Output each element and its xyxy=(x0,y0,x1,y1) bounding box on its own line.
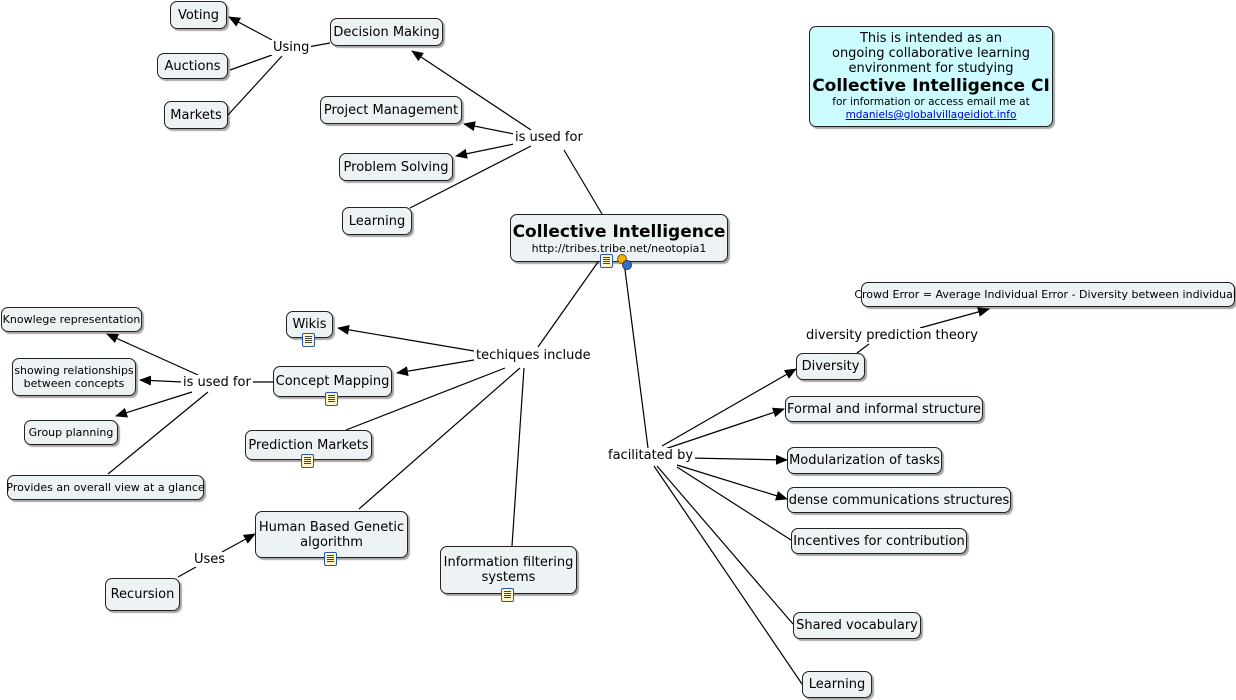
link-diversity-prediction-theory: diversity prediction theory xyxy=(804,328,980,343)
node-hbga[interactable]: Human Based Genetic algorithm xyxy=(255,511,408,558)
link-is-used-for-2: is used for xyxy=(181,375,253,390)
node-knowledge-representation[interactable]: Knowlege representation xyxy=(1,307,142,332)
wikis-label: Wikis xyxy=(292,317,327,332)
node-learning-use[interactable]: Learning xyxy=(342,207,412,235)
document-icon[interactable] xyxy=(302,333,315,347)
link-facilitated-by: facilitated by xyxy=(606,448,696,463)
node-voting[interactable]: Voting xyxy=(170,1,227,29)
node-markets[interactable]: Markets xyxy=(164,101,228,129)
link-is-used-for: is used for xyxy=(513,130,585,145)
node-project-management[interactable]: Project Management xyxy=(320,96,462,124)
info-line-1: This is intended as an xyxy=(859,31,1003,46)
node-recursion[interactable]: Recursion xyxy=(105,578,180,611)
node-diversity[interactable]: Diversity xyxy=(796,353,865,380)
document-icon[interactable] xyxy=(301,454,314,468)
hbga-line-1: Human Based Genetic xyxy=(258,519,405,535)
prediction-markets-label: Prediction Markets xyxy=(248,437,369,453)
node-crowd-error[interactable]: Crowd Error = Average Individual Error -… xyxy=(854,282,1236,307)
node-learning-facilitator[interactable]: Learning xyxy=(802,671,872,698)
info-box: This is intended as an ongoing collabora… xyxy=(809,26,1053,127)
people-icon[interactable] xyxy=(616,254,632,270)
link-uses: Uses xyxy=(192,552,228,567)
info-heading: Collective Intelligence CI xyxy=(812,76,1050,96)
node-showing-relationships[interactable]: showing relationships between concepts xyxy=(12,358,136,396)
relationships-line-2: between concepts xyxy=(23,377,125,390)
document-icon[interactable] xyxy=(600,254,613,268)
node-wikis[interactable]: Wikis xyxy=(286,311,333,338)
node-incentives[interactable]: Incentives for contribution xyxy=(791,528,967,554)
node-problem-solving[interactable]: Problem Solving xyxy=(339,153,453,181)
info-line-3: environment for studying xyxy=(848,61,1014,76)
central-concept[interactable]: Collective Intelligence http://tribes.tr… xyxy=(510,214,728,262)
node-overview[interactable]: Provides an overall view at a glance xyxy=(6,475,205,500)
node-decision-making[interactable]: Decision Making xyxy=(330,18,443,46)
central-resource-icons xyxy=(600,251,632,270)
node-group-planning[interactable]: Group planning xyxy=(24,420,118,445)
concept-mapping-label: Concept Mapping xyxy=(275,374,390,389)
document-icon[interactable] xyxy=(324,552,337,566)
central-title: Collective Intelligence xyxy=(512,221,726,242)
info-filtering-line-2: systems xyxy=(481,570,536,585)
link-techniques-include: techiques include xyxy=(474,348,593,363)
info-line-4: for information or access email me at xyxy=(832,96,1030,108)
email-link[interactable]: mdaniels@globalvillageidiot.info xyxy=(845,109,1017,121)
relationships-line-1: showing relationships xyxy=(14,364,134,377)
document-icon[interactable] xyxy=(325,392,338,406)
node-modularization[interactable]: Modularization of tasks xyxy=(787,447,942,474)
node-auctions[interactable]: Auctions xyxy=(157,53,228,79)
link-using: Using xyxy=(271,40,312,55)
info-line-2: ongoing collaborative learning xyxy=(831,46,1030,61)
document-icon[interactable] xyxy=(501,588,514,602)
node-info-filtering[interactable]: Information filtering systems xyxy=(440,546,577,594)
info-filtering-line-1: Information filtering xyxy=(443,555,574,570)
hbga-line-2: algorithm xyxy=(300,534,363,550)
node-shared-vocabulary[interactable]: Shared vocabulary xyxy=(793,612,921,639)
central-url[interactable]: http://tribes.tribe.net/neotopia1 xyxy=(531,241,707,255)
node-formal-informal-structure[interactable]: Formal and informal structure xyxy=(785,396,983,422)
node-dense-communications[interactable]: dense communications structures xyxy=(787,487,1011,513)
